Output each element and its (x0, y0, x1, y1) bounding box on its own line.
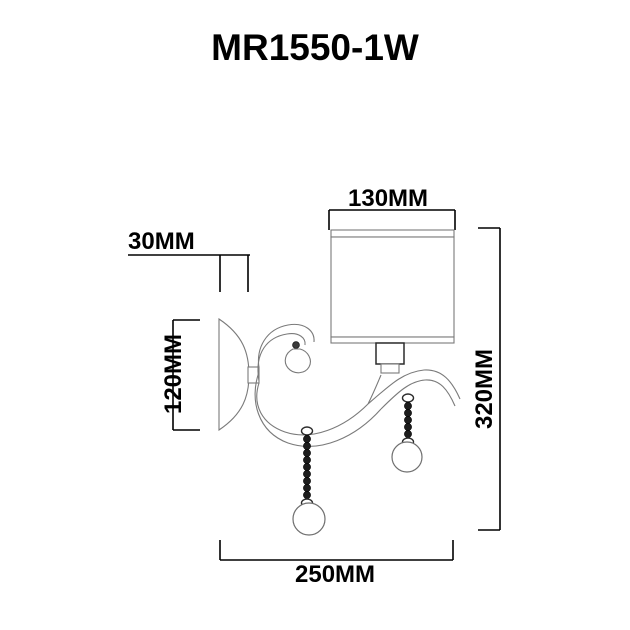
small-crystal-drop (284, 341, 311, 374)
dimension-120mm (172, 319, 200, 431)
dimension-label-120mm: 120MM (160, 333, 187, 415)
dimension-30mm (128, 254, 250, 292)
beaded-crystal-pendant-left (292, 426, 326, 536)
lamp-shade (330, 229, 455, 344)
dimension-label-320mm: 320MM (471, 348, 498, 430)
dimension-label-130mm: 130MM (348, 185, 429, 212)
dimension-label-250mm: 250MM (295, 561, 376, 588)
page-title: MR1550-1W (211, 27, 419, 68)
dimension-250mm (219, 540, 454, 561)
dimension-130mm (328, 209, 456, 230)
lamp-socket (375, 342, 405, 374)
wall-backplate (218, 317, 260, 432)
dimension-label-30mm: 30MM (128, 228, 195, 255)
dimension-lines (128, 209, 501, 561)
scroll-arm (254, 323, 461, 447)
beaded-crystal-pendant-right (391, 393, 423, 473)
dimension-320mm (478, 227, 501, 531)
